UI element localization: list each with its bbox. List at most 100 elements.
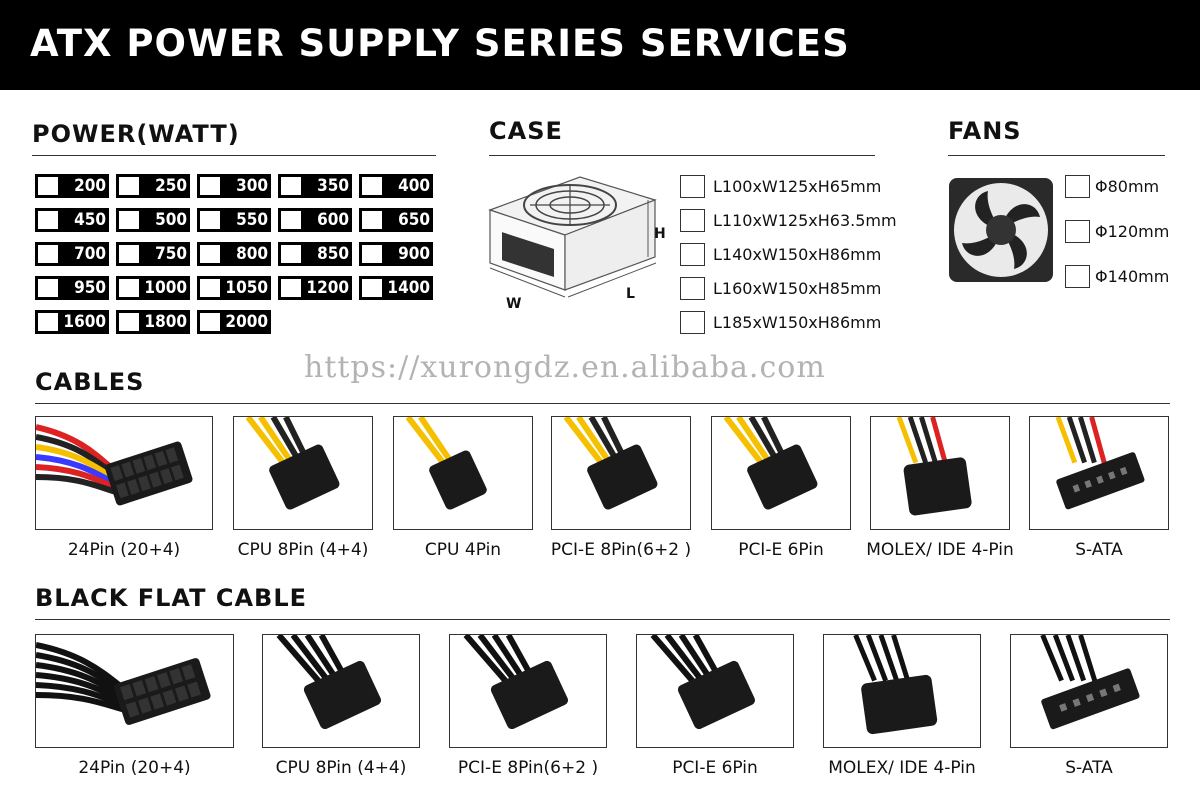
power-option-label: 1000 bbox=[144, 278, 187, 298]
flat-cable-label: MOLEX/ IDE 4-Pin bbox=[828, 758, 976, 778]
power-option-1600[interactable]: 1600 bbox=[35, 310, 109, 334]
power-option-600[interactable]: 600 bbox=[278, 208, 352, 232]
cable-label: S-ATA bbox=[1075, 540, 1123, 560]
power-option-label: 500 bbox=[155, 210, 187, 230]
power-option-1200[interactable]: 1200 bbox=[278, 276, 352, 300]
power-option-1400[interactable]: 1400 bbox=[359, 276, 433, 300]
case-checkbox[interactable] bbox=[680, 209, 705, 232]
cable-label: MOLEX/ IDE 4-Pin bbox=[866, 540, 1014, 560]
cable-label: PCI-E 6Pin bbox=[738, 540, 824, 560]
power-checkbox[interactable] bbox=[361, 244, 383, 264]
fan-option-label: Φ80mm bbox=[1095, 177, 1160, 196]
power-option-label: 550 bbox=[236, 210, 268, 230]
flat-divider bbox=[35, 619, 1170, 620]
power-checkbox[interactable] bbox=[361, 176, 383, 196]
power-option-1000[interactable]: 1000 bbox=[116, 276, 190, 300]
cable-image bbox=[35, 416, 213, 530]
connector-icon bbox=[723, 417, 818, 510]
case-checkbox[interactable] bbox=[680, 243, 705, 266]
power-checkbox[interactable] bbox=[118, 210, 140, 230]
connector-icon bbox=[650, 635, 756, 730]
power-option-900[interactable]: 900 bbox=[359, 242, 433, 266]
power-checkbox[interactable] bbox=[37, 210, 59, 230]
power-section-title: POWER(WATT) bbox=[32, 120, 240, 148]
power-checkbox[interactable] bbox=[199, 312, 221, 332]
power-checkbox[interactable] bbox=[361, 278, 383, 298]
cable-label: PCI-E 8Pin(6+2 ) bbox=[550, 540, 692, 560]
flat-cable-image bbox=[449, 634, 607, 748]
power-option-label: 450 bbox=[74, 210, 106, 230]
cable-image bbox=[393, 416, 533, 530]
power-checkbox[interactable] bbox=[280, 210, 302, 230]
power-checkbox[interactable] bbox=[361, 210, 383, 230]
case-checkbox[interactable] bbox=[680, 311, 705, 334]
fan-checkbox[interactable] bbox=[1065, 175, 1090, 198]
case-checkbox[interactable] bbox=[680, 277, 705, 300]
power-option-label: 2000 bbox=[225, 312, 268, 332]
flat-cable-image bbox=[35, 634, 234, 748]
power-option-500[interactable]: 500 bbox=[116, 208, 190, 232]
power-option-700[interactable]: 700 bbox=[35, 242, 109, 266]
power-checkbox[interactable] bbox=[280, 278, 302, 298]
power-checkbox[interactable] bbox=[280, 176, 302, 196]
power-option-550[interactable]: 550 bbox=[197, 208, 271, 232]
flat-cable-label: PCI-E 6Pin bbox=[672, 758, 758, 778]
power-checkbox[interactable] bbox=[118, 244, 140, 264]
power-checkbox[interactable] bbox=[199, 244, 221, 264]
cable-label: CPU 8Pin (4+4) bbox=[237, 540, 369, 560]
fan-checkbox[interactable] bbox=[1065, 265, 1090, 288]
power-checkbox[interactable] bbox=[37, 312, 59, 332]
page-title: ATX POWER SUPPLY SERIES SERVICES bbox=[30, 22, 850, 65]
fan-checkbox[interactable] bbox=[1065, 220, 1090, 243]
power-checkbox[interactable] bbox=[118, 312, 140, 332]
power-option-650[interactable]: 650 bbox=[359, 208, 433, 232]
cable-image bbox=[551, 416, 691, 530]
power-option-label: 350 bbox=[317, 176, 349, 196]
power-option-400[interactable]: 400 bbox=[359, 174, 433, 198]
power-option-350[interactable]: 350 bbox=[278, 174, 352, 198]
power-option-200[interactable]: 200 bbox=[35, 174, 109, 198]
power-checkbox[interactable] bbox=[280, 244, 302, 264]
psu-case-illustration bbox=[488, 176, 657, 298]
power-option-950[interactable]: 950 bbox=[35, 276, 109, 300]
power-option-label: 650 bbox=[398, 210, 430, 230]
power-checkbox[interactable] bbox=[37, 278, 59, 298]
power-checkbox[interactable] bbox=[118, 278, 140, 298]
power-checkbox[interactable] bbox=[37, 244, 59, 264]
power-option-1800[interactable]: 1800 bbox=[116, 310, 190, 334]
power-option-label: 800 bbox=[236, 244, 268, 264]
power-checkbox[interactable] bbox=[118, 176, 140, 196]
case-option-label: L160xW150xH85mm bbox=[713, 279, 882, 298]
connector-icon bbox=[1040, 635, 1140, 730]
flat-cable-image bbox=[262, 634, 420, 748]
fans-divider bbox=[948, 155, 1165, 156]
power-option-850[interactable]: 850 bbox=[278, 242, 352, 266]
power-option-2000[interactable]: 2000 bbox=[197, 310, 271, 334]
power-checkbox[interactable] bbox=[37, 176, 59, 196]
case-option-label: L185xW150xH86mm bbox=[713, 313, 882, 332]
power-option-800[interactable]: 800 bbox=[197, 242, 271, 266]
power-option-450[interactable]: 450 bbox=[35, 208, 109, 232]
power-checkbox[interactable] bbox=[199, 210, 221, 230]
power-option-750[interactable]: 750 bbox=[116, 242, 190, 266]
connector-icon bbox=[36, 424, 193, 506]
fan-illustration bbox=[949, 178, 1053, 282]
power-checkbox[interactable] bbox=[199, 278, 221, 298]
power-option-1050[interactable]: 1050 bbox=[197, 276, 271, 300]
case-checkbox[interactable] bbox=[680, 175, 705, 198]
power-option-250[interactable]: 250 bbox=[116, 174, 190, 198]
connector-icon bbox=[405, 417, 487, 510]
power-option-300[interactable]: 300 bbox=[197, 174, 271, 198]
power-checkbox[interactable] bbox=[199, 176, 221, 196]
cable-label: CPU 4Pin bbox=[424, 540, 502, 560]
power-option-label: 400 bbox=[398, 176, 430, 196]
connector-icon bbox=[896, 417, 972, 516]
connector-icon bbox=[463, 635, 569, 730]
connector-icon bbox=[563, 417, 658, 510]
cable-label: 24Pin (20+4) bbox=[67, 540, 181, 560]
cable-image bbox=[233, 416, 373, 530]
power-divider bbox=[32, 155, 436, 156]
flat-cable-image bbox=[823, 634, 981, 748]
flat-cable-label: CPU 8Pin (4+4) bbox=[275, 758, 407, 778]
power-option-label: 900 bbox=[398, 244, 430, 264]
